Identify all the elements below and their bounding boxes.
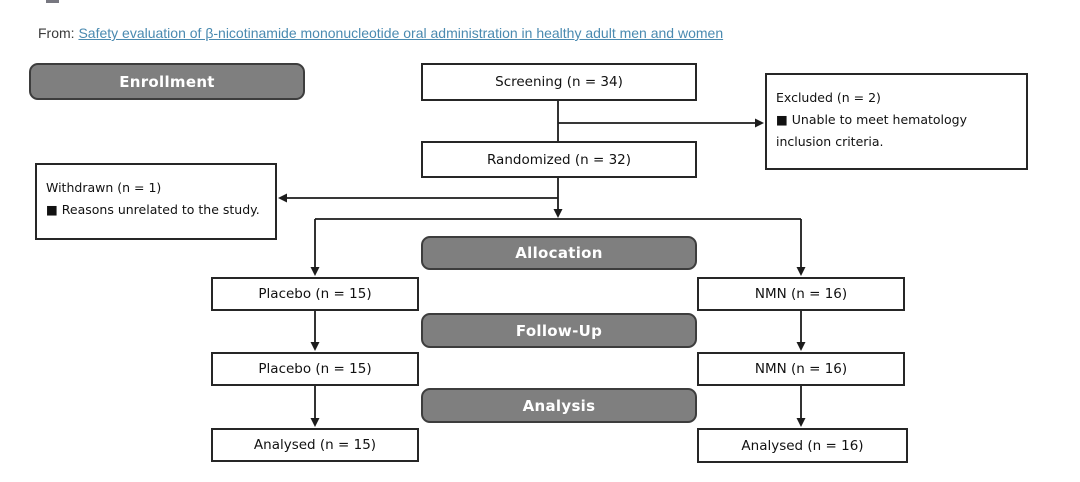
stage-follow-up: Follow-Up [421, 313, 697, 348]
stage-analysis-label: Analysis [522, 396, 596, 415]
node-placebo-allocated-label: Placebo (n = 15) [258, 286, 372, 302]
node-nmn-followup: NMN (n = 16) [697, 352, 905, 386]
article-title-link[interactable]: Safety evaluation of β-nicotinamide mono… [78, 25, 724, 41]
node-excluded: Excluded (n = 2) ■ Unable to meet hemato… [765, 73, 1028, 170]
excluded-line-3: inclusion criteria. [776, 134, 884, 149]
node-randomized-label: Randomized (n = 32) [486, 151, 632, 168]
stage-allocation: Allocation [421, 236, 697, 270]
excluded-line-1: Excluded (n = 2) [776, 90, 881, 105]
node-screening: Screening (n = 34) [421, 63, 697, 101]
node-nmn-analysed-label: Analysed (n = 16) [741, 437, 864, 454]
node-nmn-analysed: Analysed (n = 16) [697, 428, 908, 463]
node-placebo-analysed-label: Analysed (n = 15) [253, 437, 377, 453]
stage-analysis: Analysis [421, 388, 697, 423]
node-nmn-followup-label: NMN (n = 16) [754, 361, 848, 377]
arrowhead-withdrawn [278, 193, 287, 203]
node-placebo-followup: Placebo (n = 15) [211, 352, 419, 386]
stage-enrollment: Enrollment [29, 63, 305, 100]
arrowhead-nmn-analysed [796, 418, 806, 427]
arrowhead-nmn-allocated [796, 267, 806, 276]
node-screening-label: Screening (n = 34) [495, 74, 623, 90]
arrowhead-branch [553, 209, 563, 218]
stage-follow-up-label: Follow-Up [515, 321, 603, 340]
node-withdrawn: Withdrawn (n = 1) ■ Reasons unrelated to… [35, 163, 277, 240]
arrowhead-excluded [755, 118, 764, 128]
node-nmn-allocated: NMN (n = 16) [697, 277, 905, 311]
withdrawn-line-1: Withdrawn (n = 1) [46, 180, 162, 195]
arrowhead-nmn-followup [796, 342, 806, 351]
stage-enrollment-label: Enrollment [119, 72, 215, 91]
withdrawn-line-2: ■ Reasons unrelated to the study. [46, 202, 260, 217]
node-placebo-followup-label: Placebo (n = 15) [258, 361, 372, 377]
node-placebo-allocated: Placebo (n = 15) [211, 277, 419, 311]
node-placebo-analysed: Analysed (n = 15) [211, 428, 419, 462]
clipped-element [46, 0, 59, 3]
arrowhead-placebo-allocated [310, 267, 320, 276]
from-label: From: [38, 25, 75, 41]
node-nmn-allocated-label: NMN (n = 16) [754, 286, 848, 302]
excluded-line-2: ■ Unable to meet hematology [776, 112, 967, 127]
node-randomized: Randomized (n = 32) [421, 141, 697, 178]
figure-source-line: From: Safety evaluation of β-nicotinamid… [38, 25, 723, 41]
arrowhead-placebo-followup [310, 342, 320, 351]
arrowhead-placebo-analysed [310, 418, 320, 427]
stage-allocation-label: Allocation [515, 244, 603, 262]
